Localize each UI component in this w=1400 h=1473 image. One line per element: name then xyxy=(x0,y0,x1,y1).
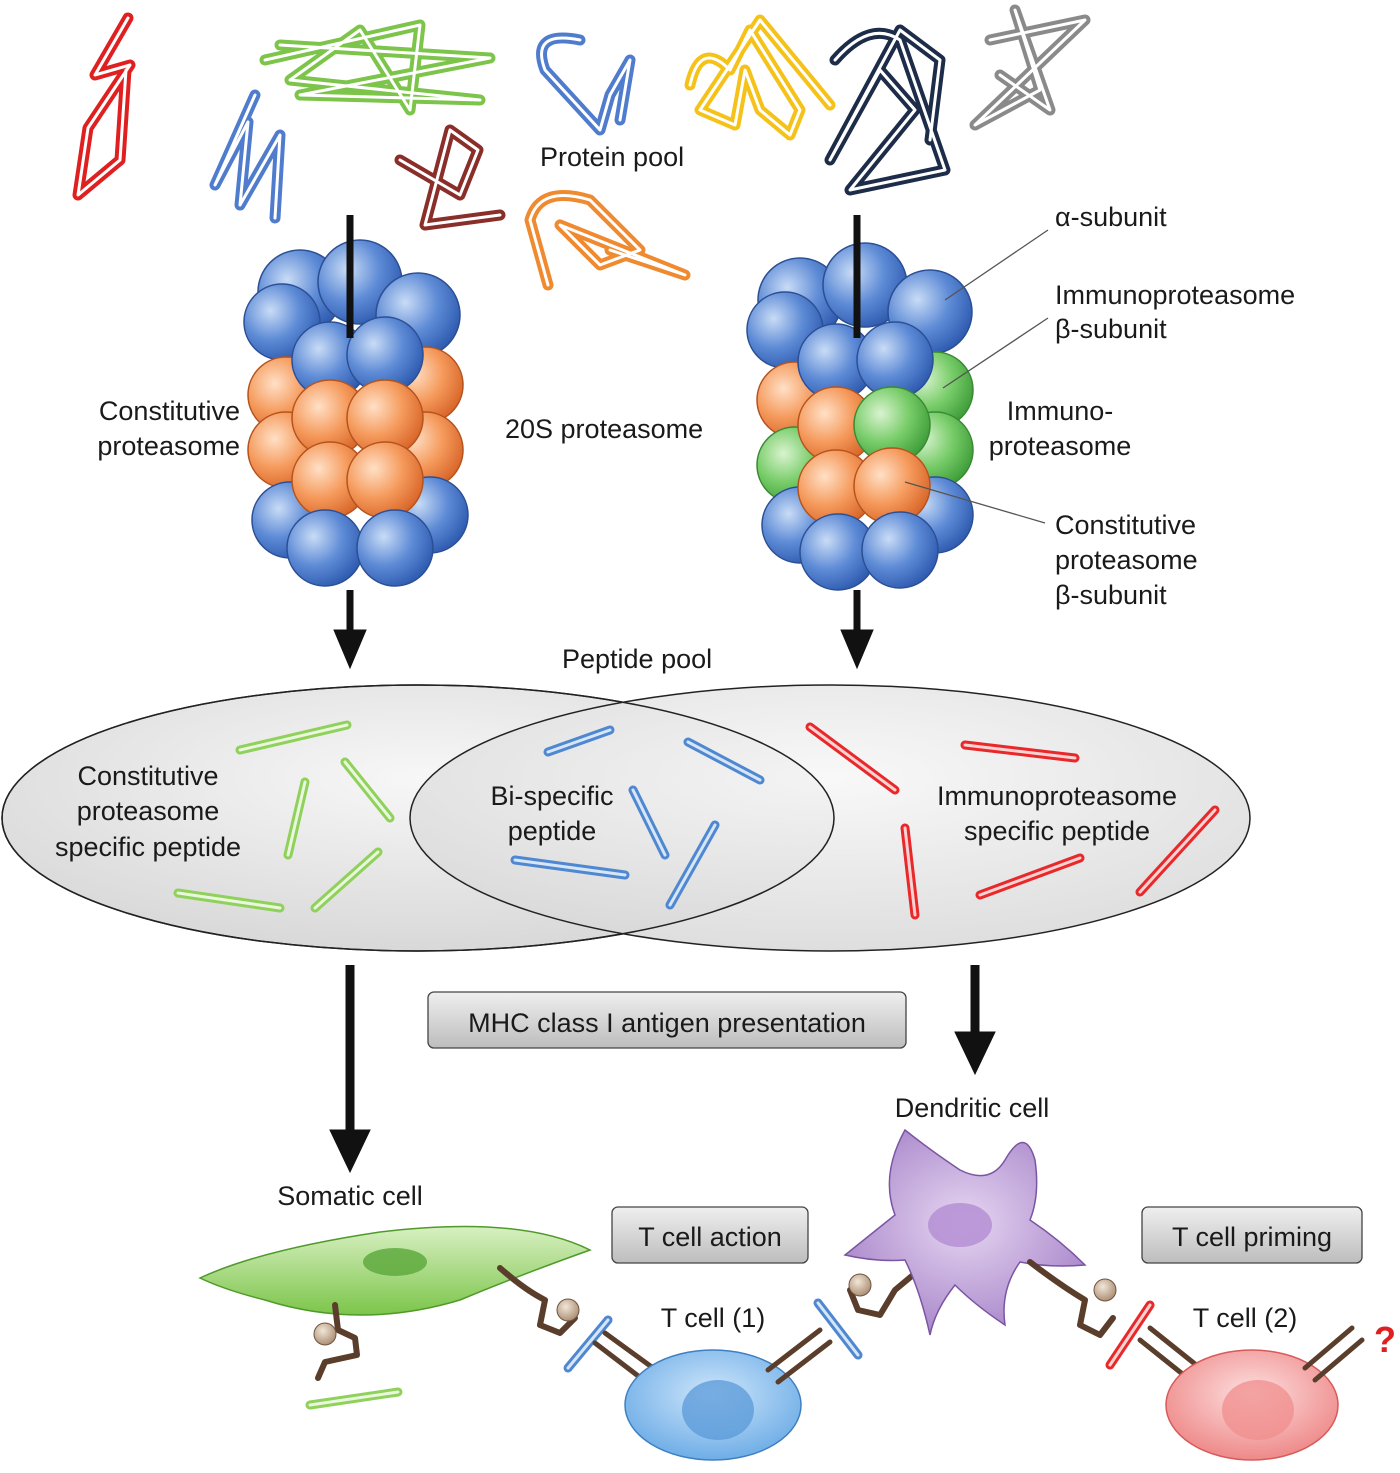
svg-text:proteasome: proteasome xyxy=(989,431,1132,461)
protein-red xyxy=(72,12,136,201)
protein-green xyxy=(259,19,496,116)
question-mark: ? xyxy=(1374,1319,1396,1360)
svg-text:Constitutive: Constitutive xyxy=(77,761,218,791)
constitutive-beta-subunit-label: Constitutive proteasome β-subunit xyxy=(1055,510,1198,610)
constitutive-proteasome-label: Constitutive proteasome xyxy=(97,396,240,461)
protein-blue-2 xyxy=(536,32,636,136)
dendritic-cell xyxy=(843,1128,1087,1336)
protein-pool-label: Protein pool xyxy=(540,142,684,172)
dendritic-cell-label: Dendritic cell xyxy=(895,1093,1050,1123)
svg-text:Constitutive: Constitutive xyxy=(99,396,240,426)
immuno-beta-subunit-label: Immunoproteasome β-subunit xyxy=(1055,280,1295,344)
svg-text:T cell priming: T cell priming xyxy=(1172,1222,1332,1252)
t-cell-action-box: T cell action xyxy=(611,1206,809,1264)
somatic-cell-label: Somatic cell xyxy=(277,1181,423,1211)
svg-text:specific peptide: specific peptide xyxy=(964,816,1150,846)
svg-text:T cell action: T cell action xyxy=(638,1222,782,1252)
svg-text:β-subunit: β-subunit xyxy=(1055,580,1167,610)
constitutive-proteasome xyxy=(243,239,469,587)
svg-text:specific peptide: specific peptide xyxy=(55,832,241,862)
presentation-arrows xyxy=(329,965,996,1174)
constitutive-peptides xyxy=(173,720,395,913)
protein-gray xyxy=(969,4,1091,131)
protein-orange xyxy=(524,190,691,291)
svg-text:Immunoproteasome: Immunoproteasome xyxy=(1055,280,1295,310)
t-cell-1-label: T cell (1) xyxy=(661,1303,766,1333)
constitutive-specific-peptide-label: Constitutive proteasome specific peptide xyxy=(55,761,241,862)
proteasome-20s-label: 20S proteasome xyxy=(505,414,703,444)
t-cell-2-label: T cell (2) xyxy=(1193,1303,1298,1333)
peptide-pool-label: Peptide pool xyxy=(562,644,712,674)
svg-text:proteasome: proteasome xyxy=(97,431,240,461)
svg-text:Immuno-: Immuno- xyxy=(1007,396,1114,426)
dendritic-mhc-right xyxy=(1027,1259,1203,1383)
immunoproteasome xyxy=(746,242,974,591)
somatic-mhc-right xyxy=(497,1265,663,1388)
t-cell-2 xyxy=(1165,1325,1365,1461)
t-cell-priming-box: T cell priming xyxy=(1141,1206,1363,1264)
immuno-peptides xyxy=(805,722,1220,920)
protein-blue-1 xyxy=(209,89,286,224)
t-cell-1 xyxy=(624,1327,833,1461)
somatic-nucleus xyxy=(363,1248,427,1276)
somatic-cell xyxy=(198,1225,592,1316)
protein-navy xyxy=(824,24,951,196)
proteasome-arrows xyxy=(333,215,874,670)
alpha-subunit-label: α-subunit xyxy=(1055,202,1167,232)
dendritic-mhc-left xyxy=(813,1262,928,1360)
svg-text:peptide: peptide xyxy=(508,816,597,846)
svg-text:proteasome: proteasome xyxy=(1055,545,1198,575)
svg-text:Constitutive: Constitutive xyxy=(1055,510,1196,540)
svg-text:Immunoproteasome: Immunoproteasome xyxy=(937,781,1177,811)
callout-lines xyxy=(904,229,1049,524)
protein-pool-squiggles xyxy=(72,4,1091,291)
bi-specific-peptide-label: Bi-specific peptide xyxy=(490,781,613,846)
bi-specific-peptides xyxy=(510,725,765,910)
svg-text:MHC class I antigen presentati: MHC class I antigen presentation xyxy=(468,1008,866,1038)
svg-text:proteasome: proteasome xyxy=(77,796,220,826)
svg-text:Bi-specific: Bi-specific xyxy=(490,781,613,811)
mhc-class-i-box: MHC class I antigen presentation xyxy=(427,991,907,1049)
protein-maroon xyxy=(394,124,506,231)
svg-text:β-subunit: β-subunit xyxy=(1055,314,1167,344)
somatic-mhc-bottom xyxy=(305,1302,403,1410)
protein-yellow xyxy=(684,14,836,141)
immunoproteasome-label: Immuno- proteasome xyxy=(989,396,1132,461)
immuno-specific-peptide-label: Immunoproteasome specific peptide xyxy=(937,781,1177,846)
